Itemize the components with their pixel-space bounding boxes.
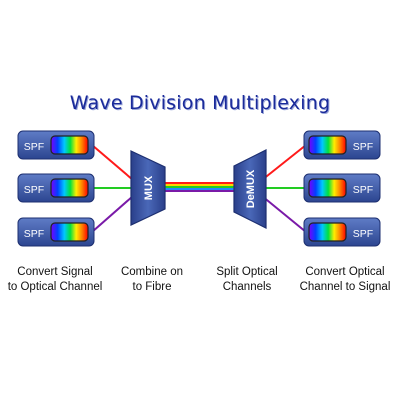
spf-label: SPF: [353, 184, 373, 196]
mux-block: MUX: [130, 150, 166, 226]
right-spf-unit: SPF: [303, 217, 381, 247]
left-spf-unit: SPF: [17, 217, 95, 247]
spf-label: SPF: [24, 141, 44, 153]
caption-convert-signal: Convert Signal to Optical Channel: [2, 265, 108, 295]
caption-split: Split Optical Channels: [206, 265, 288, 295]
demux-label: DeMUX: [245, 169, 257, 208]
spectrum-bar: [50, 135, 89, 155]
spf-label: SPF: [353, 141, 373, 153]
caption-text: Convert Optical Channel to Signal: [299, 266, 391, 293]
caption-combine: Combine on to Fibre: [113, 265, 191, 295]
left-spf-unit: SPF: [17, 130, 95, 160]
spectrum-bar: [308, 178, 347, 198]
caption-text: Combine on to Fibre: [120, 266, 183, 293]
caption-convert-optical: Convert Optical Channel to Signal: [292, 265, 398, 295]
right-spf-unit: SPF: [303, 173, 381, 203]
caption-text: Convert Signal to Optical Channel: [7, 266, 103, 293]
diagram-title: Wave Division Multiplexing: [69, 92, 331, 114]
caption-text: Split Optical Channels: [216, 266, 278, 293]
left-spf-unit: SPF: [17, 173, 95, 203]
fiber-left-red: [91, 144, 134, 181]
demux-block: DeMUX: [233, 149, 267, 229]
fiber-right-red: [261, 144, 307, 181]
mux-label: MUX: [143, 175, 155, 200]
spectrum-bar: [308, 222, 347, 242]
fiber-left-purple: [91, 195, 134, 233]
spectrum-bar: [50, 222, 89, 242]
fiber-right-purple: [261, 195, 307, 233]
spectrum-bar: [308, 135, 347, 155]
spf-label: SPF: [353, 228, 373, 240]
right-spf-unit: SPF: [303, 130, 381, 160]
combined-fiber: [163, 182, 236, 192]
spf-label: SPF: [24, 228, 44, 240]
spectrum-bar: [50, 178, 89, 198]
spf-label: SPF: [24, 184, 44, 196]
